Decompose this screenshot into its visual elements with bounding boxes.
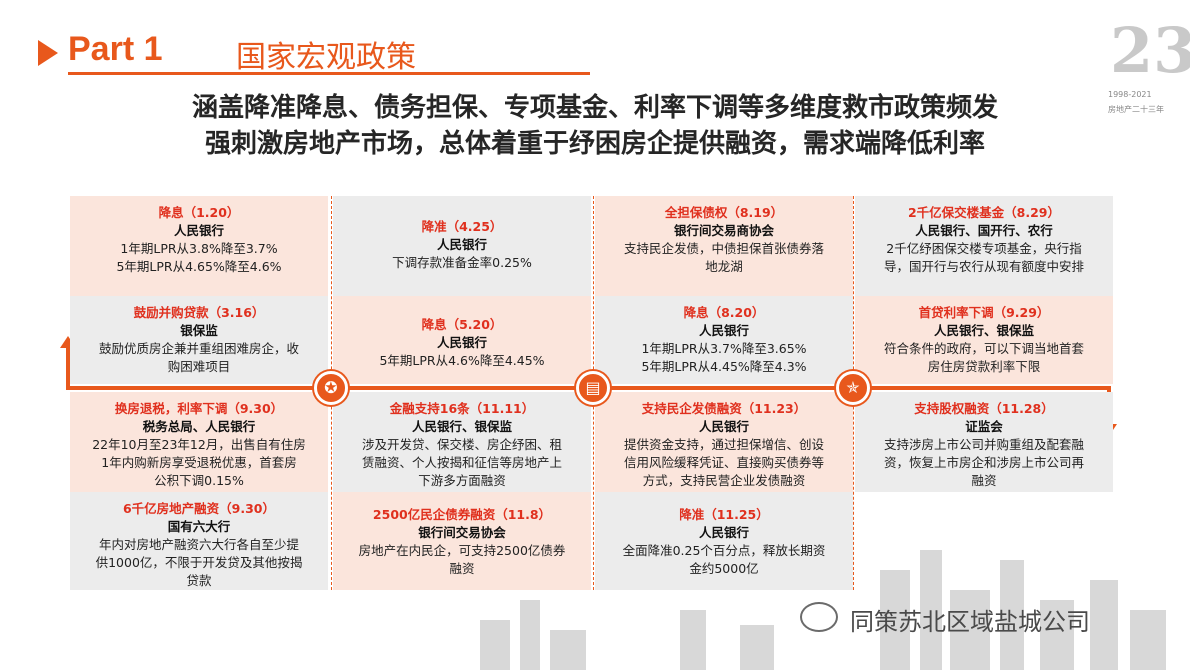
policy-card: 支持民企发债融资（11.23） 人民银行 提供资金支持，通过担保增信、创设 信用… [595, 392, 853, 492]
wechat-watermark: 同策苏北区域盐城公司 [800, 598, 1160, 638]
document-icon: ▤ [576, 371, 610, 405]
policy-card: 降准（11.25） 人民银行 全面降准0.25个百分点，释放长期资 金约5000… [595, 492, 853, 590]
policy-title: 降息（8.20） [683, 305, 765, 320]
policy-desc: 全面降准0.25个百分点，释放长期资 [622, 543, 826, 558]
policy-card: 2500亿民企债券融资（11.8） 银行间交易协会 房地产在内民企，可支持250… [333, 492, 591, 590]
policy-org: 人民银行 [436, 237, 487, 252]
wechat-icon [800, 602, 838, 632]
policy-org: 人民银行 [698, 419, 749, 434]
policy-desc: 鼓励优质房企兼并重组困难房企，收 [98, 341, 299, 356]
policy-desc: 导，国开行与农行从现有额度中安排 [883, 259, 1084, 274]
policy-card: 降息（5.20） 人民银行 5年期LPR从4.6%降至4.45% [333, 296, 591, 384]
policy-desc: 1年内购新房享受退税优惠，首套房 [101, 455, 297, 470]
policy-card: 首贷利率下调（9.29） 人民银行、银保监 符合条件的政府，可以下调当地首套 房… [855, 296, 1113, 384]
policy-org: 人民银行、银保监 [933, 323, 1034, 338]
header-underline [68, 72, 590, 75]
timeline-left-segment [66, 344, 70, 390]
policy-desc: 1年期LPR从3.7%降至3.65% [641, 341, 807, 356]
policy-org: 人民银行、银保监 [411, 419, 512, 434]
policy-desc: 1年期LPR从3.8%降至3.7% [120, 241, 278, 256]
city-skyline-image [440, 540, 1170, 670]
policy-org: 人民银行 [698, 323, 749, 338]
policy-desc: 供1000亿，不限于开发贷及其他按揭 [95, 555, 303, 570]
policy-card: 鼓励并购贷款（3.16） 银保监 鼓励优质房企兼并重组困难房企，收 购困难项目 [70, 296, 328, 384]
headline-line-1: 涵盖降准降息、债务担保、专项基金、利率下调等多维度救市政策频发 [191, 93, 998, 123]
policy-desc: 5年期LPR从4.45%降至4.3% [641, 359, 807, 374]
policy-org: 人民银行 [436, 335, 487, 350]
policy-card: 降准（4.25） 人民银行 下调存款准备金率0.25% [333, 196, 591, 296]
policy-desc: 方式，支持民营企业发债融资 [642, 473, 806, 488]
logo-subtitle: 房地产二十三年 [1108, 105, 1164, 114]
policy-title: 降息（5.20） [421, 317, 503, 332]
policy-title: 全担保债权（8.19） [664, 205, 784, 220]
policy-desc: 融资 [449, 561, 475, 576]
policy-card: 金融支持16条（11.11） 人民银行、银保监 涉及开发贷、保交楼、房企纾困、租… [333, 392, 591, 492]
policy-title: 6千亿房地产融资（9.30） [122, 501, 276, 516]
medal-icon: ✯ [836, 371, 870, 405]
policy-title: 金融支持16条（11.11） [389, 401, 535, 416]
policy-org: 人民银行、国开行、农行 [915, 223, 1053, 238]
logo-number: 23 [1110, 14, 1190, 87]
policy-org: 国有六大行 [167, 519, 231, 534]
logo-years: 1998-2021 [1108, 90, 1152, 99]
policy-org: 税务总局、人民银行 [142, 419, 256, 434]
policy-desc: 房地产在内民企，可支持2500亿债券 [358, 543, 566, 558]
policy-card: 支持股权融资（11.28） 证监会 支持涉房上市公司并购重组及配套融 资，恢复上… [855, 392, 1113, 492]
policy-desc: 22年10月至23年12月，出售自有住房 [92, 437, 306, 452]
policy-title: 首贷利率下调（9.29） [918, 305, 1050, 320]
policy-desc: 支持民企发债，中债担保首张债券落 [623, 241, 824, 256]
policy-desc: 年内对房地产融资六大行各自至少提 [98, 537, 299, 552]
policy-org: 证监会 [965, 419, 1003, 434]
policy-title: 降息（1.20） [158, 205, 240, 220]
policy-card: 降息（1.20） 人民银行 1年期LPR从3.8%降至3.7% 5年期LPR从4… [70, 196, 328, 296]
headline-line-2: 强刺激房地产市场，总体着重于纾困房企提供融资，需求端降低利率 [204, 129, 985, 159]
policy-desc: 地龙湖 [705, 259, 743, 274]
headline: 涵盖降准降息、债务担保、专项基金、利率下调等多维度救市政策频发 强刺激房地产市场… [20, 90, 1170, 162]
policy-org: 人民银行 [698, 525, 749, 540]
policy-title: 2千亿保交楼基金（8.29） [907, 205, 1061, 220]
policy-desc: 金约5000亿 [689, 561, 759, 576]
watermark-text: 同策苏北区域盐城公司 [850, 608, 1090, 636]
policy-desc: 公积下调0.15% [154, 473, 244, 488]
policy-desc: 2千亿纾困保交楼专项基金，央行指 [886, 241, 1082, 256]
policy-desc: 下调存款准备金率0.25% [392, 255, 532, 270]
policy-desc: 赁融资、个人按揭和征信等房地产上 [361, 455, 562, 470]
policy-desc: 融资 [971, 473, 997, 488]
policy-desc: 贷款 [186, 573, 212, 588]
policy-title: 支持民企发债融资（11.23） [641, 401, 807, 416]
policy-card: 全担保债权（8.19） 银行间交易商协会 支持民企发债，中债担保首张债券落 地龙… [595, 196, 853, 296]
policy-desc: 资，恢复上市房企和涉房上市公司再 [883, 455, 1084, 470]
tax-icon: ✪ [314, 371, 348, 405]
policy-desc: 提供资金支持，通过担保增信、创设 [623, 437, 824, 452]
policy-desc: 信用风险缓释凭证、直接购买债券等 [623, 455, 824, 470]
policy-desc: 涉及开发贷、保交楼、房企纾困、租 [361, 437, 562, 452]
brand-logo: 23 1998-2021 房地产二十三年 [1108, 14, 1190, 124]
section-header: Part 1 国家宏观政策 [38, 28, 590, 78]
policy-card: 降息（8.20） 人民银行 1年期LPR从3.7%降至3.65% 5年期LPR从… [595, 296, 853, 384]
policy-title: 2500亿民企债券融资（11.8） [372, 507, 552, 522]
policy-org: 人民银行 [173, 223, 224, 238]
policy-title: 换房退税，利率下调（9.30） [114, 401, 284, 416]
policy-title: 降准（4.25） [421, 219, 503, 234]
policy-desc: 5年期LPR从4.65%降至4.6% [116, 259, 282, 274]
policy-card: 2千亿保交楼基金（8.29） 人民银行、国开行、农行 2千亿纾困保交楼专项基金，… [855, 196, 1113, 296]
header-triangle-icon [38, 40, 58, 66]
policy-desc: 符合条件的政府，可以下调当地首套 [883, 341, 1084, 356]
part-label: Part 1 [68, 30, 163, 68]
policy-desc: 5年期LPR从4.6%降至4.45% [379, 353, 545, 368]
policy-org: 银保监 [180, 323, 218, 338]
policy-org: 银行间交易商协会 [673, 223, 774, 238]
policy-desc: 房住房贷款利率下限 [927, 359, 1041, 374]
policy-desc: 下游多方面融资 [418, 473, 506, 488]
policy-org: 银行间交易协会 [418, 525, 506, 540]
policy-title: 支持股权融资（11.28） [914, 401, 1054, 416]
policy-card: 换房退税，利率下调（9.30） 税务总局、人民银行 22年10月至23年12月，… [70, 392, 328, 492]
policy-desc: 购困难项目 [167, 359, 231, 374]
policy-title: 鼓励并购贷款（3.16） [133, 305, 265, 320]
policy-desc: 支持涉房上市公司并购重组及配套融 [883, 437, 1084, 452]
section-title: 国家宏观政策 [236, 40, 416, 75]
policy-title: 降准（11.25） [679, 507, 769, 522]
policy-card: 6千亿房地产融资（9.30） 国有六大行 年内对房地产融资六大行各自至少提 供1… [70, 492, 328, 590]
